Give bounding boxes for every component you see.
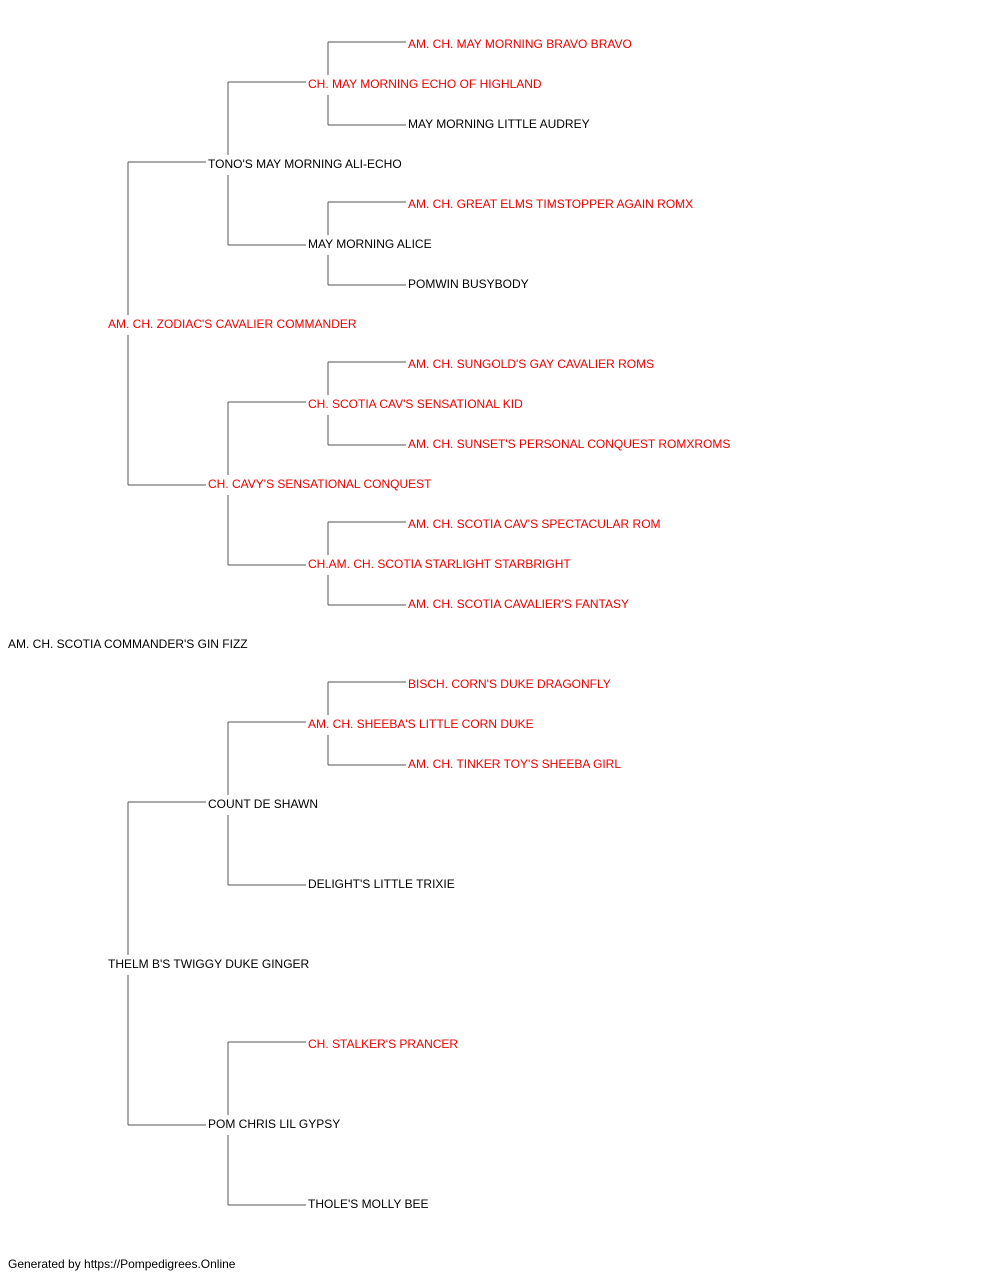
dog-name-dam-dam: POM CHRIS LIL GYPSY <box>208 1117 341 1131</box>
dog-name-sire-dam-sire-sire: AM. CH. SUNGOLD'S GAY CAVALIER ROMS <box>408 357 655 371</box>
dog-name-sire-dam-dam-sire: AM. CH. SCOTIA CAV'S SPECTACULAR ROM <box>408 517 661 531</box>
dog-name-dam-sire: COUNT DE SHAWN <box>208 797 319 811</box>
dog-name-sire-sire: TONO'S MAY MORNING ALI-ECHO <box>208 157 402 171</box>
dog-name-dam-sire-dam: DELIGHT'S LITTLE TRIXIE <box>308 877 455 891</box>
dog-name-dam-sire-sire-dam: AM. CH. TINKER TOY'S SHEEBA GIRL <box>408 757 622 771</box>
dog-name-sire-dam-sire: CH. SCOTIA CAV'S SENSATIONAL KID <box>308 397 523 411</box>
dog-name-dam: THELM B'S TWIGGY DUKE GINGER <box>108 957 310 971</box>
dog-name-sire-dam-dam: CH.AM. CH. SCOTIA STARLIGHT STARBRIGHT <box>308 557 571 571</box>
dog-name-sire-sire-dam: MAY MORNING ALICE <box>308 237 432 251</box>
dog-name-dam-dam-dam: THOLE'S MOLLY BEE <box>308 1197 429 1211</box>
footer-credit: Generated by https://Pompedigrees.Online <box>8 1257 236 1271</box>
dog-name-dam-dam-sire: CH. STALKER'S PRANCER <box>308 1037 459 1051</box>
dog-name-root: AM. CH. SCOTIA COMMANDER'S GIN FIZZ <box>8 637 248 651</box>
dog-name-sire-sire-sire: CH. MAY MORNING ECHO OF HIGHLAND <box>308 77 542 91</box>
dog-name-sire-dam-sire-dam: AM. CH. SUNSET'S PERSONAL CONQUEST ROMXR… <box>408 437 731 451</box>
dog-name-sire-sire-dam-sire: AM. CH. GREAT ELMS TIMSTOPPER AGAIN ROMX <box>408 197 694 211</box>
dog-name-dam-sire-sire: AM. CH. SHEEBA'S LITTLE CORN DUKE <box>308 717 534 731</box>
dog-name-sire-sire-sire-sire: AM. CH. MAY MORNING BRAVO BRAVO <box>408 37 632 51</box>
dog-name-sire-dam: CH. CAVY'S SENSATIONAL CONQUEST <box>208 477 432 491</box>
dog-name-sire-sire-dam-dam: POMWIN BUSYBODY <box>408 277 529 291</box>
dog-name-sire-dam-dam-dam: AM. CH. SCOTIA CAVALIER'S FANTASY <box>408 597 630 611</box>
dog-name-dam-sire-sire-sire: BISCH. CORN'S DUKE DRAGONFLY <box>408 677 611 691</box>
dog-name-sire: AM. CH. ZODIAC'S CAVALIER COMMANDER <box>108 317 357 331</box>
dog-name-sire-sire-sire-dam: MAY MORNING LITTLE AUDREY <box>408 117 590 131</box>
